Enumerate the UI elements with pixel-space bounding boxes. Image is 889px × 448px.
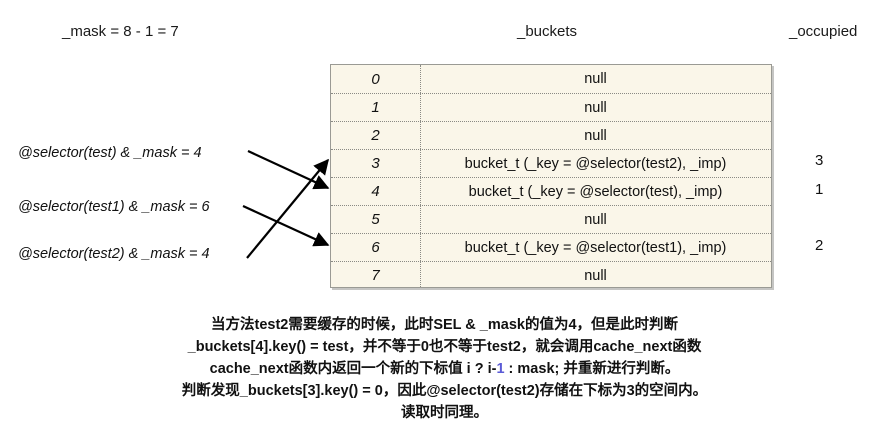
bucket-value: null [584, 127, 607, 144]
bucket-index: 5 [371, 211, 380, 228]
caption-line-1: 当方法test2需要缓存的时候，此时SEL & _mask的值为4，但是此时判断 [210, 317, 679, 333]
selector-label-test: @selector(test) & _mask = 4 [18, 145, 202, 161]
bucket-index: 0 [371, 70, 380, 88]
arrow-test1-to-row6 [242, 205, 330, 247]
bucket-value: bucket_t (_key = @selector(test2), _imp) [464, 155, 727, 172]
bucket-index: 7 [371, 267, 380, 284]
occupied-header-label: _occupied [789, 23, 858, 40]
bucket-value: null [584, 267, 607, 284]
bucket-index: 1 [371, 99, 380, 116]
mask-header-label: _mask = 8 - 1 = 7 [62, 23, 179, 40]
occupied-value-row3: 3 [815, 152, 824, 169]
table-row: 7 null [331, 261, 771, 289]
arrow-test-to-row4 [247, 150, 330, 190]
caption-line-3-a: cache_next函数内返回一个新的下标值 i ? i- [209, 361, 497, 377]
bucket-value: bucket_t (_key = @selector(test1), _imp) [464, 239, 727, 256]
arrow-test2-to-row3 [246, 158, 329, 259]
caption-line-2: _buckets[4].key() = test，并不等于0也不等于test2，… [187, 339, 702, 355]
caption-line-3-b: : mask; 并重新进行判断。 [504, 361, 680, 377]
bucket-index: 2 [371, 127, 380, 144]
table-row: 4 bucket_t (_key = @selector(test), _imp… [331, 177, 771, 205]
table-row: 2 null [331, 121, 771, 149]
buckets-header-label: _buckets [517, 23, 578, 40]
occupied-value-row4: 1 [815, 181, 824, 198]
occupied-value-row6: 2 [815, 237, 824, 254]
table-row: 3 bucket_t (_key = @selector(test2), _im… [331, 149, 771, 177]
bucket-value: null [584, 99, 607, 116]
table-row: 6 bucket_t (_key = @selector(test1), _im… [331, 233, 771, 261]
caption-line-3: cache_next函数内返回一个新的下标值 i ? i-1 : mask; 并… [0, 358, 889, 380]
bucket-index: 3 [371, 155, 380, 172]
table-row: 1 null [331, 93, 771, 121]
table-row: 5 null [331, 205, 771, 233]
bucket-value: null [584, 211, 607, 228]
buckets-table: 0 null 1 null 2 null 3 bucket_t (_key = … [330, 64, 772, 288]
bucket-index: 6 [371, 239, 380, 256]
caption-line-3-highlight: 1 [496, 361, 505, 377]
caption-block: 当方法test2需要缓存的时候，此时SEL & _mask的值为4，但是此时判断… [0, 314, 889, 424]
caption-line-5: 读取时同理。 [401, 405, 488, 421]
bucket-value: bucket_t (_key = @selector(test), _imp) [468, 183, 723, 200]
selector-label-test1: @selector(test1) & _mask = 6 [18, 199, 210, 215]
table-row: 0 null [331, 65, 771, 93]
bucket-value: null [584, 71, 607, 87]
caption-line-4: 判断发现_buckets[3].key() = 0，因此@selector(te… [181, 383, 708, 399]
bucket-index: 4 [371, 183, 380, 200]
selector-label-test2: @selector(test2) & _mask = 4 [18, 246, 210, 262]
